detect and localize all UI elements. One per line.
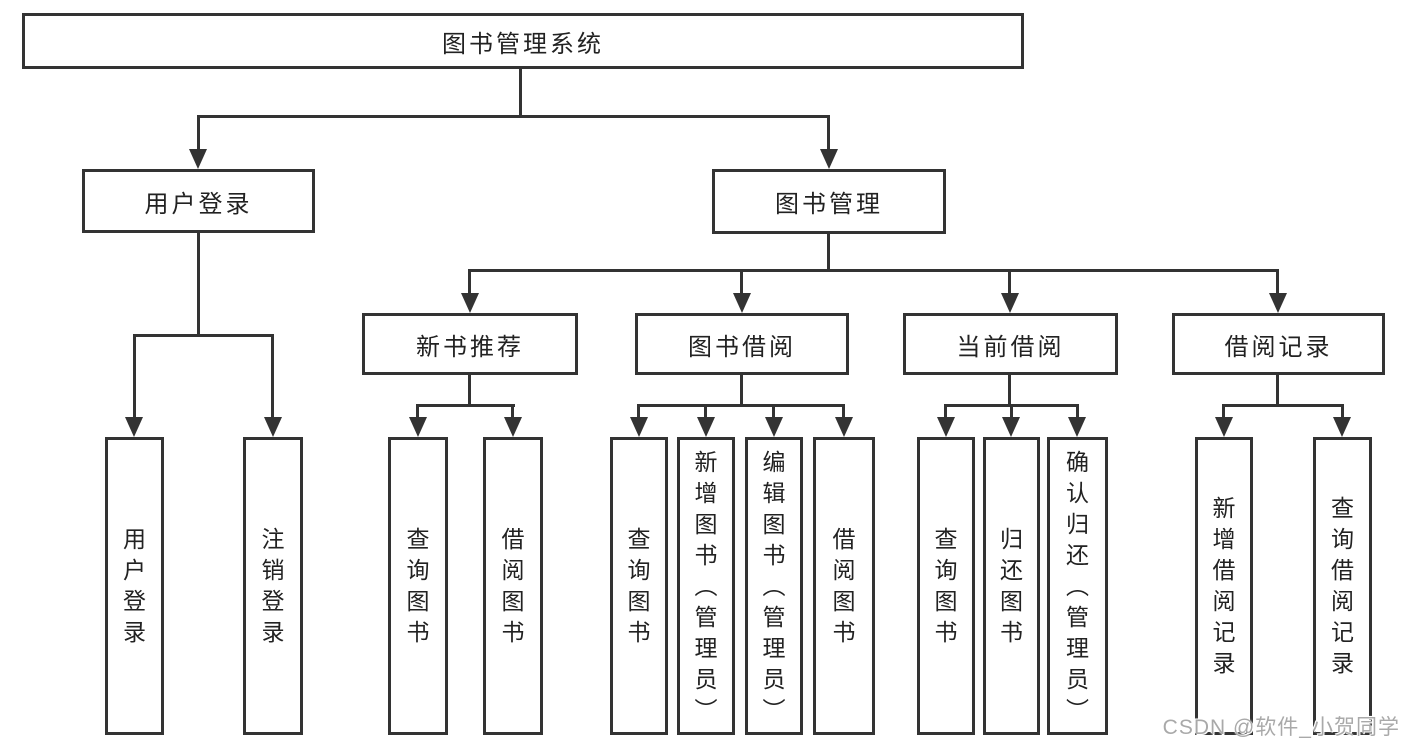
leaf-label: 查询借阅记录 — [1331, 495, 1354, 676]
arrow-into-query-borrow-record — [1333, 417, 1351, 437]
connector-level3-split — [468, 269, 1279, 272]
node-borrow-records: 借阅记录 — [1172, 313, 1385, 375]
arrow-into-add-borrow-record — [1215, 417, 1233, 437]
leaf-label: 归还图书 — [1000, 526, 1023, 645]
node-user-login: 用户登录 — [82, 169, 315, 233]
arrow-into-query-books-borrowing — [630, 417, 648, 437]
leaf-query-borrow-record: 查询借阅记录 — [1313, 437, 1372, 735]
arrow-into-current-borrowing — [1001, 293, 1019, 313]
connector-stub-query-borrow-record — [1341, 404, 1344, 420]
connector-stub-borrow-records — [1276, 269, 1279, 296]
connector-current-borrowing-stem — [1008, 375, 1011, 407]
connector-root-stem — [519, 68, 522, 118]
arrow-into-return-books — [1002, 417, 1020, 437]
leaf-label: 查询图书 — [627, 526, 651, 645]
leaf-label: 确认归还︵管理员︶ — [1066, 448, 1089, 723]
connector-stub-add-borrow-record — [1222, 404, 1225, 420]
connector-stub-add-books-admin — [704, 404, 707, 420]
node-book-borrowing: 图书借阅 — [635, 313, 849, 375]
connector-stub-leaf-user-login — [133, 334, 136, 419]
leaf-label: 查询图书 — [406, 526, 430, 645]
connector-book-borrowing-stem — [740, 375, 743, 407]
connector-stub-query-books-borrowing — [637, 404, 640, 420]
arrow-into-query-books-current — [937, 417, 955, 437]
leaf-query-books-borrowing: 查询图书 — [610, 437, 668, 735]
connector-stub-query-books-recommend — [416, 404, 419, 420]
connector-borrow-records-split — [1222, 404, 1344, 407]
arrow-into-borrow-books-borrowing — [835, 417, 853, 437]
connector-stub-current-borrowing — [1008, 269, 1011, 296]
arrow-into-confirm-return — [1068, 417, 1086, 437]
leaf-label: 查询图书 — [934, 526, 958, 645]
connector-stub-query-books-current — [944, 404, 947, 420]
connector-user-login-split — [133, 334, 274, 337]
arrow-into-book-management — [820, 149, 838, 169]
leaf-label: 借阅图书 — [832, 526, 856, 645]
node-library-system-root: 图书管理系统 — [22, 13, 1024, 69]
arrow-into-leaf-user-login — [125, 417, 143, 437]
node-current-borrowing: 当前借阅 — [903, 313, 1118, 375]
connector-stub-new-book-recommend — [468, 269, 471, 296]
connector-book-borrowing-split — [637, 404, 845, 407]
connector-book-management-stem — [827, 233, 830, 272]
leaf-add-borrow-record: 新增借阅记录 — [1195, 437, 1253, 735]
connector-stub-confirm-return — [1076, 404, 1079, 420]
leaf-add-books-admin: 新增图书︵管理员︶ — [677, 437, 735, 735]
arrow-into-borrow-records — [1269, 293, 1287, 313]
arrow-into-new-book-recommend — [461, 293, 479, 313]
leaf-edit-books-admin: 编辑图书︵管理员︶ — [745, 437, 803, 735]
leaf-logout: 注销登录 — [243, 437, 303, 735]
leaf-label: 注销登录 — [261, 526, 285, 645]
connector-stub-leaf-logout — [271, 334, 274, 419]
connector-user-login-stem — [197, 232, 200, 336]
arrow-into-borrow-books-recommend — [504, 417, 522, 437]
leaf-label: 借阅图书 — [501, 526, 525, 645]
arrow-into-user-login — [189, 149, 207, 169]
connector-new-book-recommend-stem — [468, 375, 471, 407]
leaf-confirm-return-admin: 确认归还︵管理员︶ — [1047, 437, 1108, 735]
leaf-borrow-books-recommend: 借阅图书 — [483, 437, 543, 735]
leaf-label: 新增图书︵管理员︶ — [694, 448, 718, 723]
connector-stub-borrow-books-recommend — [511, 404, 514, 420]
arrow-into-query-books-recommend — [409, 417, 427, 437]
connector-stub-edit-books-admin — [772, 404, 775, 420]
connector-level2-split — [197, 115, 830, 118]
connector-borrow-records-stem — [1276, 375, 1279, 407]
node-book-management: 图书管理 — [712, 169, 946, 234]
leaf-label: 新增借阅记录 — [1212, 495, 1236, 676]
connector-stub-borrow-books-borrowing — [842, 404, 845, 420]
arrow-into-add-books-admin — [697, 417, 715, 437]
arrow-into-book-borrowing — [733, 293, 751, 313]
leaf-query-books-recommend: 查询图书 — [388, 437, 448, 735]
arrow-into-leaf-logout — [264, 417, 282, 437]
node-new-book-recommend: 新书推荐 — [362, 313, 578, 375]
csdn-watermark: CSDN @软件_小贺同学 — [1162, 716, 1400, 739]
connector-stub-return-books — [1010, 404, 1013, 420]
connector-stub-user-login — [197, 115, 200, 151]
leaf-user-login: 用户登录 — [105, 437, 164, 735]
connector-stub-book-management — [827, 115, 830, 151]
connector-new-book-recommend-split — [416, 404, 515, 407]
connector-stub-book-borrowing — [740, 269, 743, 296]
arrow-into-edit-books-admin — [765, 417, 783, 437]
leaf-return-books: 归还图书 — [983, 437, 1040, 735]
leaf-label: 用户登录 — [123, 526, 146, 645]
leaf-borrow-books-borrowing: 借阅图书 — [813, 437, 875, 735]
leaf-query-books-current: 查询图书 — [917, 437, 975, 735]
leaf-label: 编辑图书︵管理员︶ — [762, 448, 786, 723]
